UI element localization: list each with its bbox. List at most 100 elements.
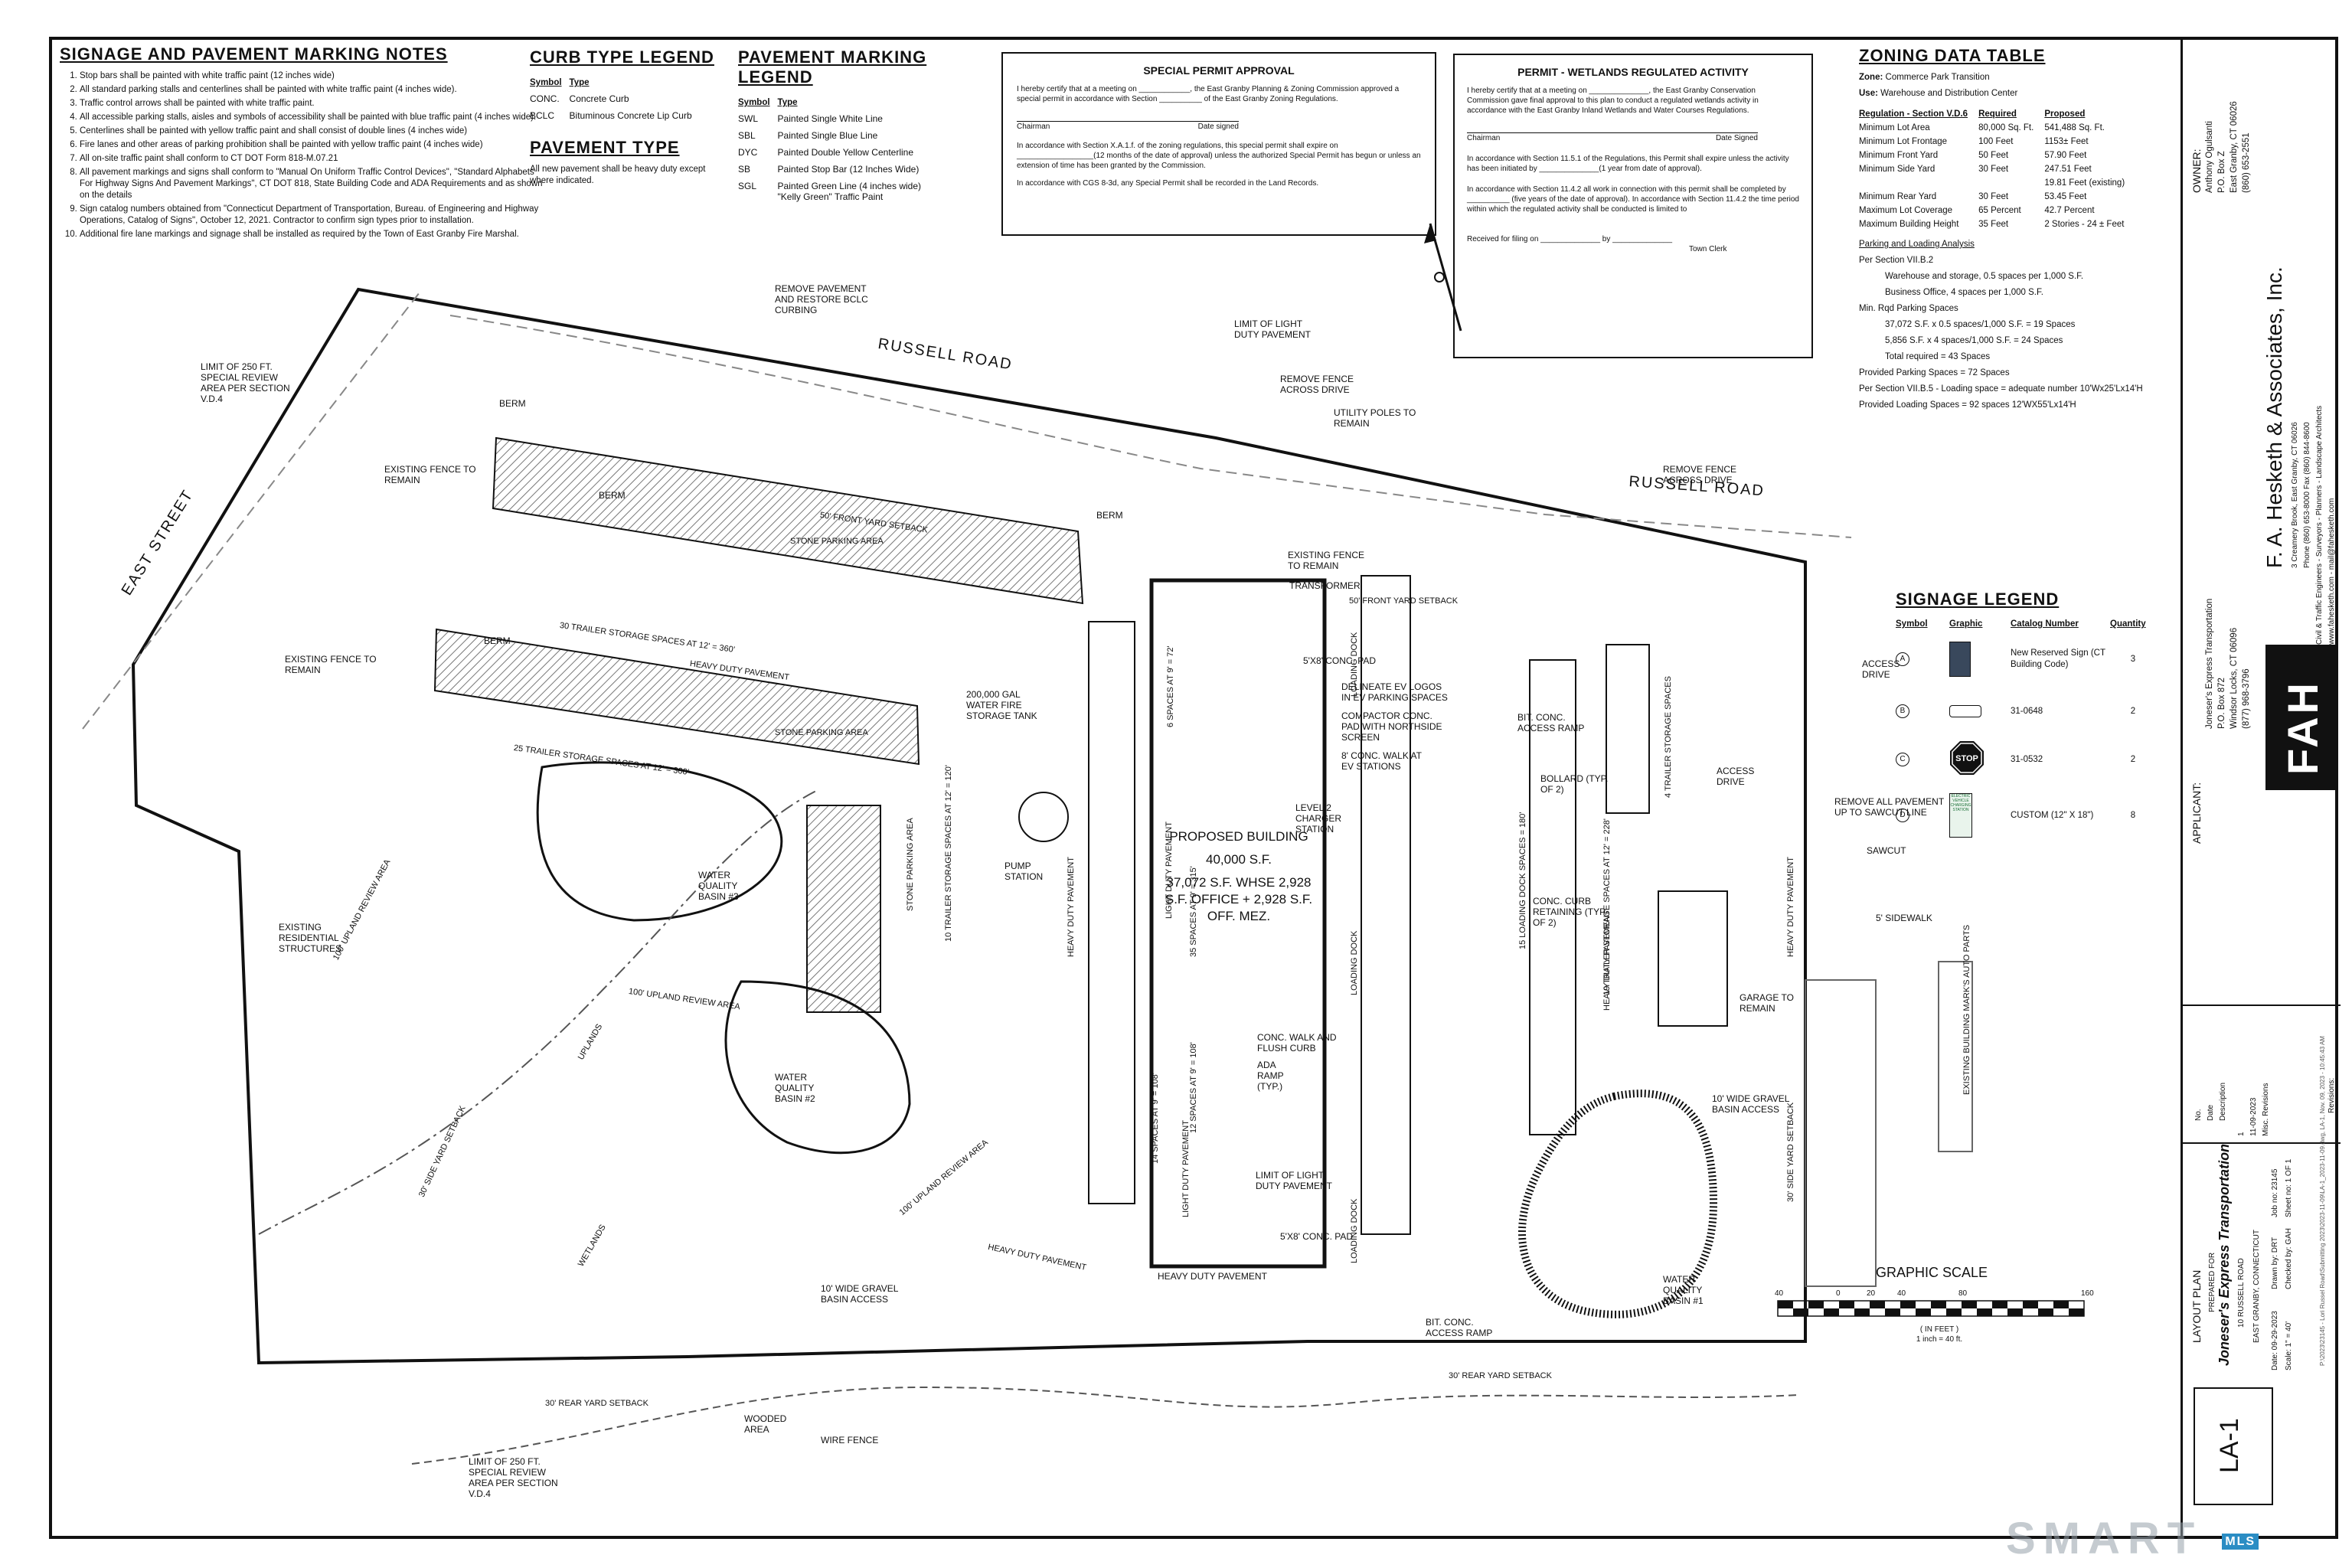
list-item: All pavement markings and signs shall co… [80,167,550,201]
watermark-text: SMART [2006,1514,2203,1563]
zoning-cell: Minimum Lot Area [1859,123,1930,132]
zone-value: Commerce Park Transition [1885,73,1990,82]
plan-callout: LIMIT OF LIGHT DUTY PAVEMENT [1234,318,1312,340]
plan-checked: Checked by: GAH [2285,1227,2293,1289]
plan-callout: 10 trailer storage spaces at 12' = 120' [944,765,953,942]
marking-type: Painted Double Yellow Centerline [777,147,914,158]
owner-line: P.O. Box Z [2217,151,2226,193]
marking-type: Painted Stop Bar (12 Inches Wide) [777,164,920,175]
plan-title: LAYOUT PLAN [2190,1269,2203,1343]
east-street-edge [82,292,420,730]
scale-square [1793,1308,1808,1316]
plan-callout: 200,000 GAL WATER FIRE STORAGE TANK [966,689,1037,721]
zoning-cell: Maximum Lot Coverage [1859,206,1953,215]
notes-title: SIGNAGE AND PAVEMENT MARKING NOTES [60,44,448,64]
scale-square [1931,1301,1946,1308]
scale-square [1870,1301,1885,1308]
zoning-cell: Minimum Lot Frontage [1859,137,1948,146]
site-plan [82,223,1973,1465]
signage-legend: SIGNAGE LEGEND Symbol Graphic Catalog Nu… [1896,590,2217,846]
zoning-cell: 53.45 Feet [2044,192,2087,201]
plan-callout: LOADING DOCK [1350,632,1359,697]
plan-callout: 15 loading dock spaces = 180' [1518,812,1527,950]
curb-header-symbol: Symbol [530,78,562,87]
plan-callout: ADA RAMP (TYP.) [1257,1060,1284,1092]
plan-callout: COMPACTOR CONC. PAD WITH NORTHSIDE SCREE… [1341,710,1442,743]
zoning-cell: Maximum Building Height [1859,220,1959,229]
zoning-cell: 1153± Feet [2044,137,2089,146]
signage-header-symbol: Symbol [1896,619,1928,629]
plan-callout: WATER QUALITY BASIN #2 [775,1072,815,1104]
wetlands-permit-received: Received for filing on ______________ by… [1467,235,1673,243]
curb-title: CURB TYPE LEGEND [530,47,714,67]
scale-tick-label: 40 [1897,1289,1906,1298]
russell-road-edge [449,315,1852,538]
signage-notes: SIGNAGE AND PAVEMENT MARKING NOTES Stop … [60,44,550,243]
plan-callout: EXISTING FENCE TO REMAIN [1288,550,1365,571]
applicant-phone: (877) 968-3796 [2242,668,2251,729]
list-item: All on-site traffic paint shall conform … [80,153,550,165]
zoning-table: ZONING DATA TABLE Zone: Commerce Park Tr… [1859,46,2203,411]
scale-square [1992,1301,2007,1308]
scale-square [1916,1308,1931,1316]
scale-square [1885,1308,1900,1316]
plan-callout: STONE PARKING AREA [775,728,868,737]
symbol-circle: B [1896,704,1909,718]
scale-tick-label: 160 [2081,1289,2094,1298]
list-item: All accessible parking stalls, aisles an… [80,112,550,123]
ev-charging-sign-icon: ELECTRIC VEHICLE CHARGING STATION [1949,793,1972,838]
firm-logo: FAH [2265,645,2336,790]
marking-symbol: SB [738,164,751,175]
wetlands-permit-p3: In accordance with Section 11.4.2 all wo… [1467,185,1799,214]
parking-line: Warehouse and storage, 0.5 spaces per 1,… [1885,272,2084,281]
water-quality-basin-3 [536,761,783,922]
proposed-building-outline [1149,578,1327,1269]
plan-callout: SAWCUT [1867,845,1906,856]
stone-parking-area [433,628,920,766]
firm-web: www.fahesketh.com - mail@fahesketh.com [2328,498,2336,645]
scale-square [2069,1308,2084,1316]
plan-callout: 14 spaces at 9' = 108' [1151,1073,1160,1164]
building-label: PROPOSED BUILDING 40,000 S.F. 37,072 S.F… [1155,828,1323,925]
signage-title: SIGNAGE LEGEND [1896,590,2060,609]
existing-building [1938,961,1973,1152]
watermark: SMART MLS [2006,1513,2259,1564]
plan-scale: Scale: 1" = 40' [2285,1321,2293,1370]
zoning-cell: Minimum Front Yard [1859,151,1939,160]
zoning-cell: 19.81 Feet (existing) [2044,178,2125,188]
parking-row [1529,659,1576,1135]
wetlands-permit-box: PERMIT - WETLANDS REGULATED ACTIVITY I h… [1453,54,1813,358]
plan-callout: Wooded Area [744,1413,787,1435]
owner-label: OWNER: [2190,149,2203,193]
marking-type: Painted Single Blue Line [777,130,878,141]
scale-square [2007,1308,2023,1316]
marking-type: Painted Single White Line [777,113,883,124]
scale-square [2038,1308,2053,1316]
plan-callout: 12 spaces at 9' = 108' [1189,1042,1198,1133]
curb-legend: CURB TYPE LEGEND Symbol Type CONC. Concr… [530,47,737,187]
applicant-name: Joneser's Express Transportation [2205,598,2214,729]
parking-line: Min. Rqd Parking Spaces [1859,304,1958,313]
plan-callout: ACCESS DRIVE [1717,766,1755,787]
plan-callout: CONC. WALK AND FLUSH CURB [1257,1032,1337,1054]
list-item: Centerlines shall be painted with yellow… [80,126,550,137]
scale-bar [1777,1300,2085,1317]
signage-qty: 2 [2130,754,2136,764]
special-permit-p2: In accordance with Section X.A.1.f. of t… [1017,142,1421,170]
plan-callout: ACCESS DRIVE [1862,658,1900,680]
signage-catalog: 31-0648 [2011,706,2043,716]
firm-services: Civil & Traffic Engineers - Surveyors - … [2315,405,2324,645]
graphic-scale-title: GRAPHIC SCALE [1875,1265,1988,1280]
pavement-type-title: PAVEMENT TYPE [530,138,680,157]
plan-callout: BERM [484,635,511,646]
sheet-id-box: LA-1 [2194,1387,2273,1505]
scale-tick-label: 20 [1867,1289,1876,1298]
parking-line: Provided Parking Spaces = 72 Spaces [1859,368,2010,377]
stop-sign-text: STOP [1955,754,1978,763]
parking-line: Per Section VII.B.2 [1859,256,1934,265]
